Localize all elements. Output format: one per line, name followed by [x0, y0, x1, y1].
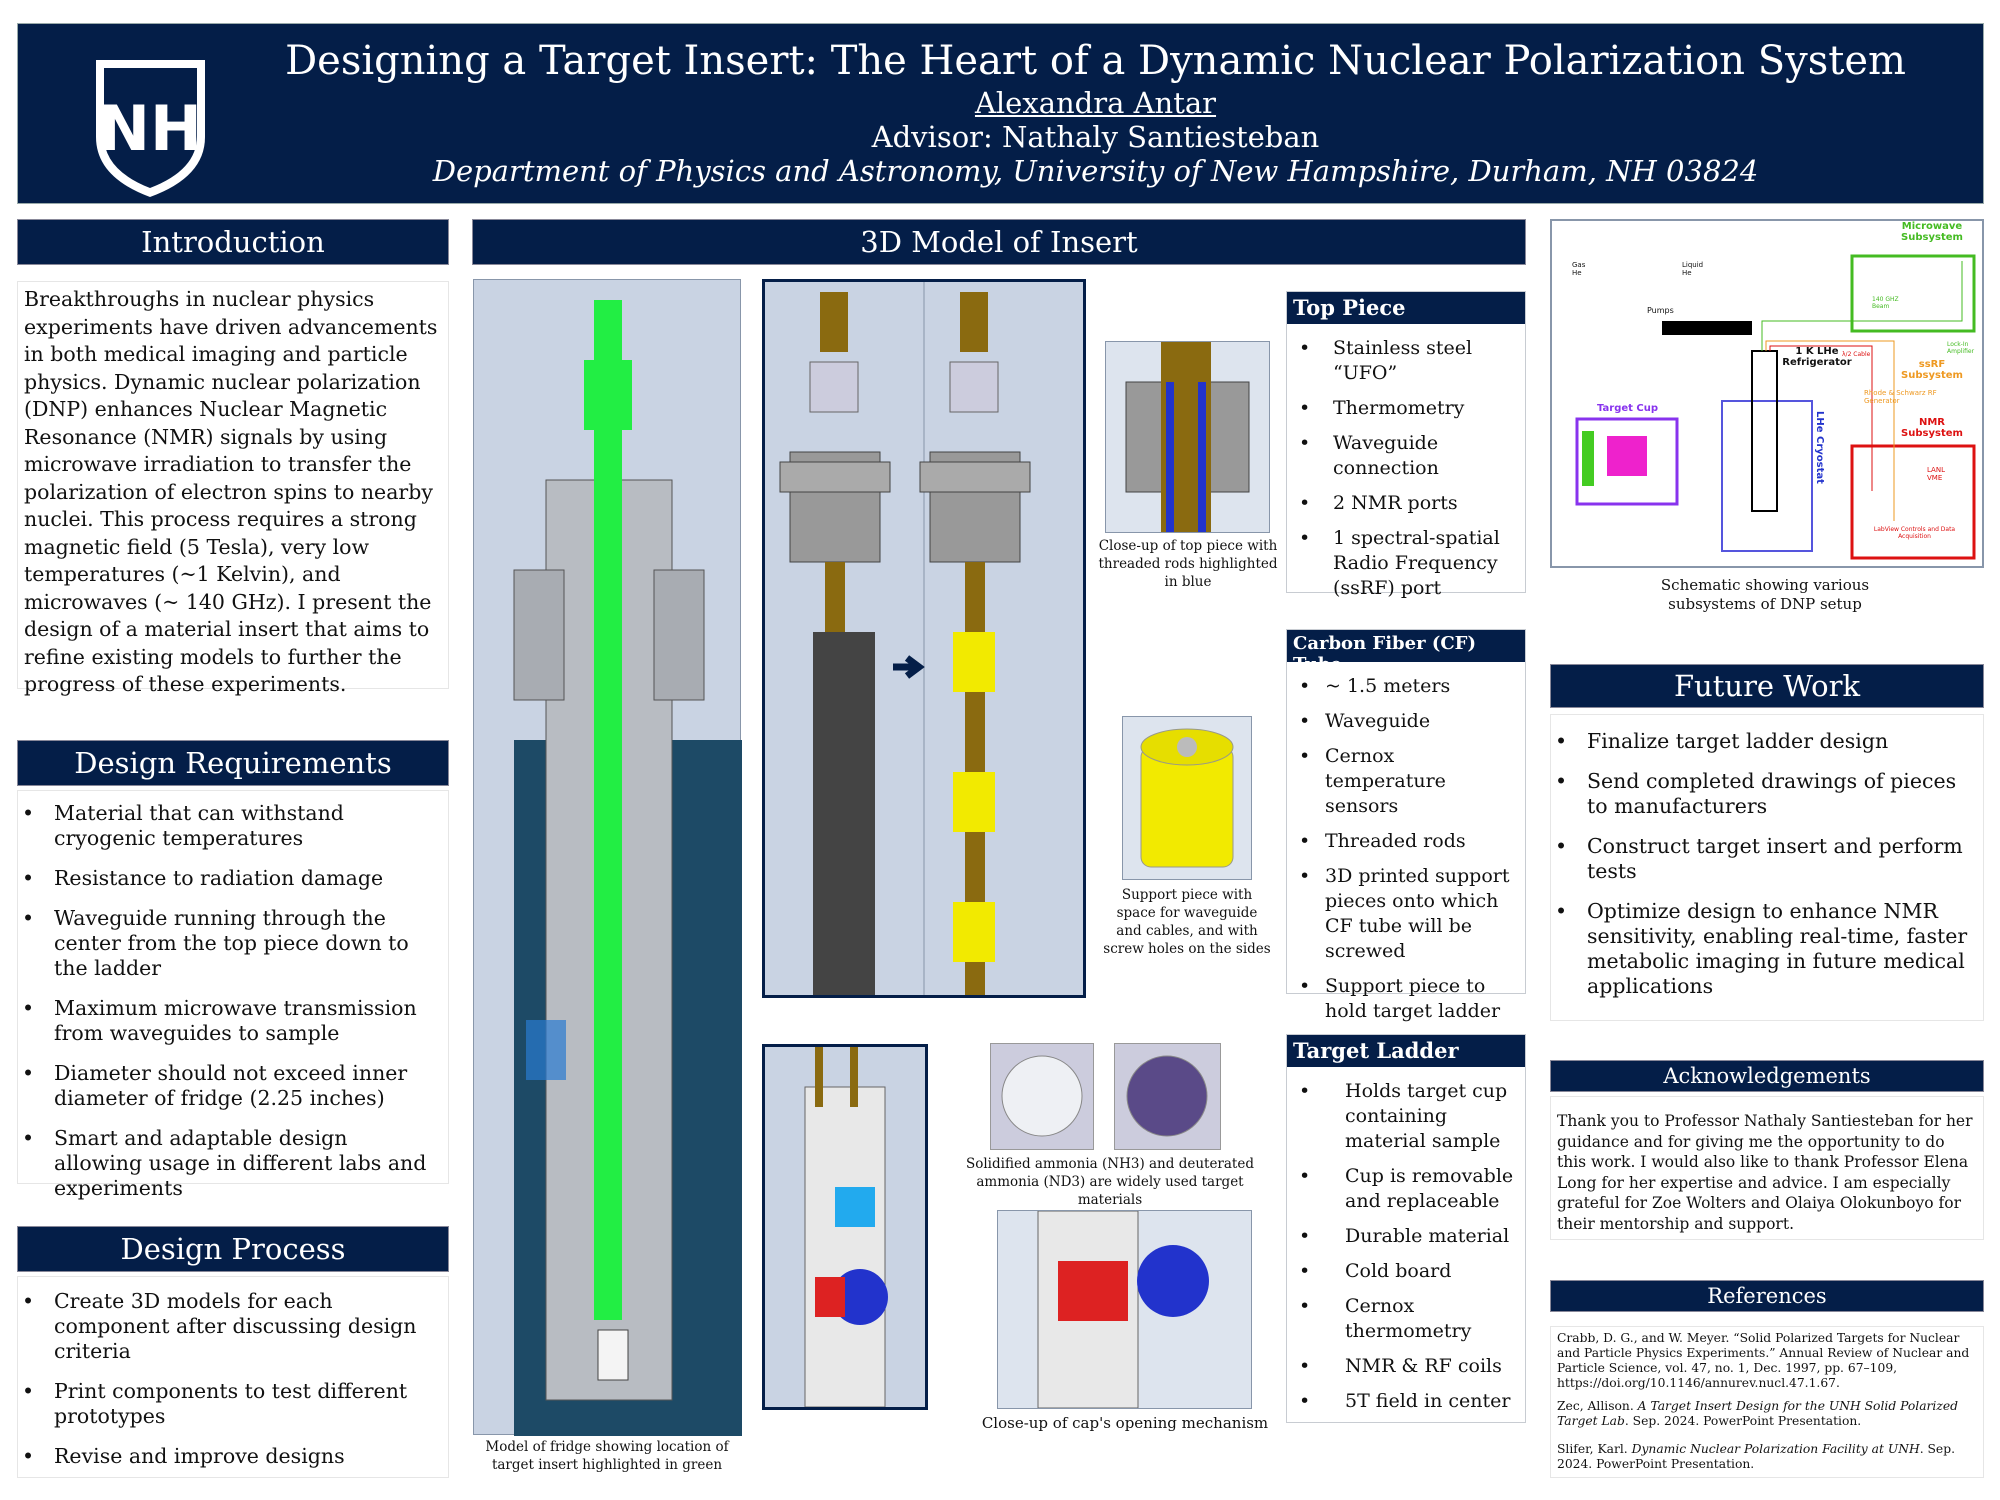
dnp-schematic: Microwave Subsystem ssRF Subsystem NMR S… — [1550, 219, 1984, 568]
list-item: NMR & RF coils — [1295, 1354, 1517, 1379]
list-item: Waveguide running through the center fro… — [18, 906, 442, 981]
author-link[interactable]: Alexandra Antar — [974, 86, 1217, 120]
lanl-label: LANL VME — [1927, 466, 1945, 482]
fridge-model-image — [473, 279, 742, 1436]
liquid-label: Liquid He — [1682, 261, 1704, 277]
list-item: 3D printed support pieces onto which CF … — [1295, 864, 1517, 964]
support-caption: Support piece with space for waveguide a… — [1103, 887, 1271, 957]
nd3-photo — [1114, 1043, 1221, 1150]
reference-item: Crabb, D. G., and W. Meyer. “Solid Polar… — [1557, 1331, 1977, 1391]
microwave-label: Microwave Subsystem — [1901, 221, 1963, 243]
list-item: Stainless steel “UFO” — [1295, 336, 1517, 386]
list-item: 1 spectral-spatial Radio Frequency (ssRF… — [1295, 526, 1517, 601]
list-item: 2 NMR ports — [1295, 491, 1517, 516]
reference-info: . Sep. 2024. PowerPoint Presentation. — [1557, 1442, 1955, 1471]
list-item: Maximum microwave transmission from wave… — [18, 996, 442, 1046]
references-heading: References — [1550, 1280, 1984, 1312]
list-item: Construct target insert and perform test… — [1551, 834, 1977, 884]
refrigerator-label: 1 K LHe Refrigerator — [1782, 346, 1852, 368]
cap-mechanism-image — [997, 1210, 1252, 1409]
list-item: Threaded rods — [1295, 829, 1517, 854]
list-item: Cold board — [1295, 1259, 1517, 1284]
department: Department of Physics and Astronomy, Uni… — [432, 154, 1759, 188]
list-item: Material that can withstand cryogenic te… — [18, 801, 442, 851]
target-cup-label: Target Cup — [1597, 403, 1659, 414]
reference-item: Slifer, Karl. Dynamic Nuclear Polarizati… — [1557, 1442, 1977, 1472]
cable-label: λ/2 Cable — [1842, 351, 1871, 358]
nmr-label: NMR Subsystem — [1901, 417, 1963, 439]
cap-caption: Close-up of cap's opening mechanism — [981, 1414, 1269, 1432]
poster-title: Designing a Target Insert: The Heart of … — [285, 38, 1906, 84]
future-work-heading: Future Work — [1550, 664, 1984, 708]
list-item: Create 3D models for each component afte… — [18, 1289, 442, 1364]
list-item: Diameter should not exceed inner diamete… — [18, 1061, 442, 1111]
pumps-label: Pumps — [1647, 306, 1674, 315]
list-item: Resistance to radiation damage — [18, 866, 442, 891]
list-item: ~ 1.5 meters — [1295, 674, 1517, 699]
svg-text:NH: NH — [98, 92, 202, 165]
gas-label: Gas He — [1572, 261, 1586, 277]
cryostat-label: LHe Cryostat — [1814, 411, 1825, 484]
top-closeup-image — [1105, 341, 1270, 533]
future-work-list: Finalize target ladder design Send compl… — [1550, 714, 1984, 1021]
introduction-text: Breakthroughs in nuclear physics experim… — [17, 281, 449, 696]
list-item: Holds target cup containing material sam… — [1295, 1079, 1517, 1154]
advisor: Advisor: Nathaly Santiesteban — [871, 120, 1320, 154]
list-item: Support piece to hold target ladder — [1295, 974, 1517, 1024]
references-list: Crabb, D. G., and W. Meyer. “Solid Polar… — [1550, 1326, 1984, 1478]
top-piece-box: Top Piece Stainless steel “UFO” Thermome… — [1286, 291, 1526, 599]
list-item: Durable material — [1295, 1224, 1517, 1249]
reference-title: Dynamic Nuclear Polarization Facility at… — [1631, 1442, 1920, 1456]
schematic-caption: Schematic showing various subsystems of … — [1660, 576, 1870, 613]
model-heading: 3D Model of Insert — [472, 219, 1526, 265]
list-item: 5T field in center — [1295, 1389, 1517, 1414]
acknowledgements-heading: Acknowledgements — [1550, 1060, 1984, 1092]
process-list: Create 3D models for each component afte… — [17, 1276, 449, 1478]
lockin-label: Lock-In Amplifier — [1947, 341, 1975, 355]
list-item: Cernox thermometry — [1295, 1294, 1517, 1344]
reference-author: Zec, Allison. — [1557, 1399, 1638, 1413]
requirements-heading: Design Requirements — [17, 740, 449, 786]
top-piece-heading: Top Piece — [1287, 292, 1525, 324]
target-ladder-box: Target Ladder Holds target cup containin… — [1286, 1034, 1526, 1423]
target-ladder-model-image — [762, 1044, 928, 1410]
reference-title: A Target Insert Design for the UNH Solid… — [1557, 1399, 1958, 1428]
target-ladder-heading: Target Ladder — [1287, 1035, 1525, 1067]
list-item: Print components to test different proto… — [18, 1379, 442, 1429]
list-item: Thermometry — [1295, 396, 1517, 421]
beam-label: 140 GHZ Beam — [1872, 296, 1899, 310]
ammonia-caption: Solidified ammonia (NH3) and deuterated … — [965, 1156, 1254, 1208]
list-item: Smart and adaptable design allowing usag… — [18, 1126, 442, 1201]
unh-logo: NH — [88, 52, 213, 202]
reference-author: Slifer, Karl. — [1557, 1442, 1632, 1456]
process-heading: Design Process — [17, 1226, 449, 1272]
nh3-photo — [990, 1043, 1094, 1150]
top-closeup-caption: Close-up of top piece with threaded rods… — [1098, 538, 1278, 590]
list-item: Optimize design to enhance NMR sensitivi… — [1551, 899, 1977, 999]
list-item: Waveguide connection — [1295, 431, 1517, 481]
rs-label: Rhode & Schwarz RF Generator — [1864, 389, 1937, 405]
fridge-caption: Model of fridge showing location of targ… — [485, 1439, 729, 1473]
acknowledgements-text: Thank you to Professor Nathaly Santieste… — [1550, 1096, 1984, 1240]
reference-text: Crabb, D. G., and W. Meyer. “Solid Polar… — [1557, 1331, 1970, 1390]
list-item: Finalize target ladder design — [1551, 729, 1977, 754]
list-item: Send completed drawings of pieces to man… — [1551, 769, 1977, 819]
poster-header: NH Designing a Target Insert: The Heart … — [17, 23, 1984, 204]
reference-item: Zec, Allison. A Target Insert Design for… — [1557, 1399, 1977, 1429]
list-item: Revise and improve designs — [18, 1444, 442, 1469]
introduction-heading: Introduction — [17, 219, 449, 265]
list-item: Waveguide — [1295, 709, 1517, 734]
top-piece-model-image — [762, 279, 1086, 998]
cf-tube-heading: Carbon Fiber (CF) Tube — [1287, 630, 1525, 675]
list-item: Cup is removable and replaceable — [1295, 1164, 1517, 1214]
list-item: Cernox temperature sensors — [1295, 744, 1517, 819]
cf-tube-box: Carbon Fiber (CF) Tube ~ 1.5 meters Wave… — [1286, 629, 1526, 1022]
ssrf-label: ssRF Subsystem — [1901, 359, 1963, 381]
reference-info: . Sep. 2024. PowerPoint Presentation. — [1624, 1414, 1862, 1428]
support-piece-image — [1122, 716, 1252, 880]
labview-label: LabView Controls and Data Acquisition — [1873, 526, 1956, 540]
requirements-list: Material that can withstand cryogenic te… — [17, 790, 449, 1200]
